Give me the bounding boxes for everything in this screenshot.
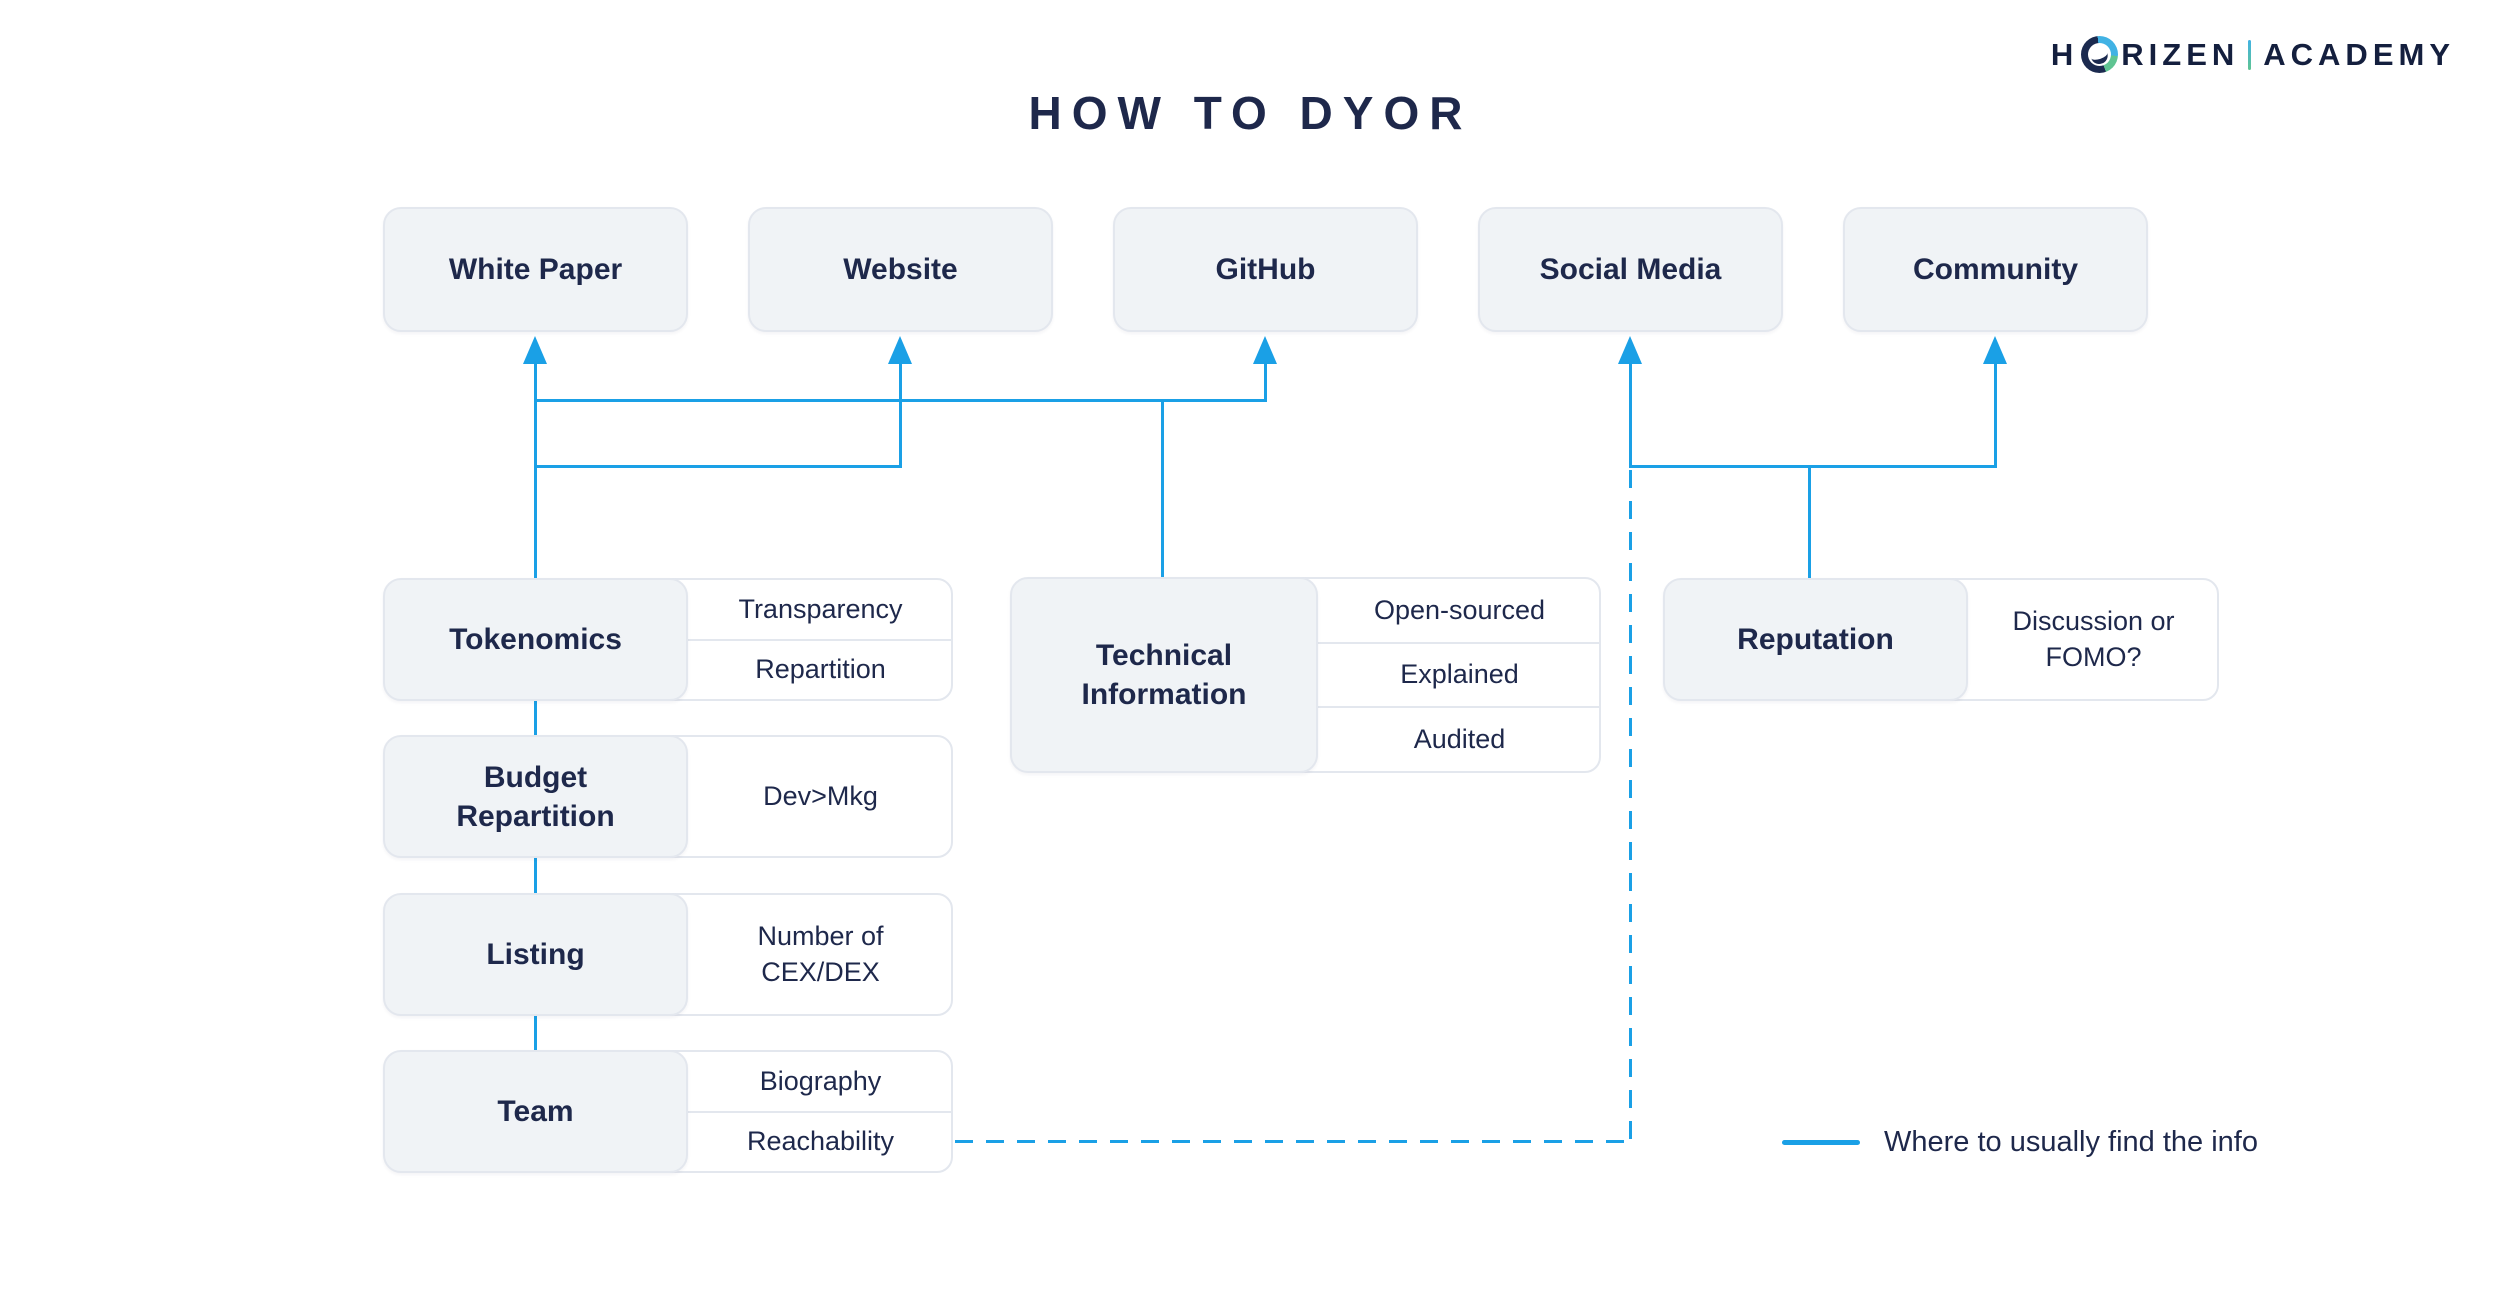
detail-label: Transparency <box>738 593 903 624</box>
connector-github-vertical <box>1264 360 1267 402</box>
source-label: Community <box>1913 253 2078 286</box>
up-arrow-icon <box>1983 336 2007 364</box>
detail-cell: Discussion or FOMO? <box>1930 580 2217 699</box>
topic-label: Team <box>497 1095 574 1128</box>
tokenomics-details-panel: Transparency Repartition <box>648 578 953 701</box>
connector-reputation-drop <box>1808 466 1811 578</box>
topic-label: Tokenomics <box>449 623 622 656</box>
connector-listing-team <box>534 1016 537 1050</box>
connector-horizontal-github <box>534 399 1267 402</box>
source-label: Social Media <box>1539 253 1722 286</box>
connector-social-media-vertical <box>1629 360 1632 467</box>
topic-box-team: Team <box>383 1050 688 1173</box>
budget-details-panel: Dev>Mkg <box>648 735 953 858</box>
source-label: GitHub <box>1215 253 1316 286</box>
source-label: Website <box>843 253 958 286</box>
brand-word-horizen-end: RIZEN <box>2121 36 2240 72</box>
detail-cell: Audited <box>1280 706 1599 771</box>
team-details-panel: Biography Reachability <box>648 1050 953 1173</box>
legend-label: Where to usually find the info <box>1884 1126 2258 1158</box>
detail-label: Biography <box>759 1065 882 1096</box>
technical-info-details-panel: Open-sourced Explained Audited <box>1278 577 1601 773</box>
detail-cell: Number of CEX/DEX <box>650 895 951 1014</box>
brand-divider <box>2248 39 2252 70</box>
detail-cell: Reachability <box>650 1110 951 1172</box>
detail-label: Reachability <box>746 1126 895 1157</box>
topic-box-reputation: Reputation <box>1663 578 1968 701</box>
connector-whitepaper-vertical <box>534 360 537 578</box>
source-box-github: GitHub <box>1113 207 1418 332</box>
connector-budget-listing <box>534 858 537 893</box>
reputation-details-panel: Discussion or FOMO? <box>1928 578 2219 701</box>
topic-box-tokenomics: Tokenomics <box>383 578 688 701</box>
connector-community-vertical <box>1994 360 1997 467</box>
legend-line-sample <box>1782 1140 1860 1145</box>
dashed-connector-vertical <box>1629 470 1632 1142</box>
topic-box-listing: Listing <box>383 893 688 1016</box>
up-arrow-icon <box>888 336 912 364</box>
horizen-academy-logo: H RIZEN ACADEMY <box>2051 36 2455 73</box>
connector-horizontal-website <box>534 465 902 468</box>
topic-box-budget-repartition: Budget Repartition <box>383 735 688 858</box>
brand-word-horizen-start: H <box>2050 36 2079 72</box>
source-box-website: Website <box>748 207 1053 332</box>
detail-label: Repartition <box>755 654 886 685</box>
detail-cell: Transparency <box>650 580 951 639</box>
source-box-social-media: Social Media <box>1478 207 1783 332</box>
source-box-white-paper: White Paper <box>383 207 688 332</box>
source-box-community: Community <box>1843 207 2148 332</box>
detail-cell: Repartition <box>650 638 951 700</box>
detail-label: Audited <box>1413 724 1506 755</box>
detail-label: Discussion or FOMO? <box>2012 606 2175 672</box>
dashed-connector-horizontal <box>955 1140 1631 1143</box>
connector-tokenomics-budget <box>534 701 537 735</box>
topic-label: Reputation <box>1737 623 1894 656</box>
connector-website-vertical <box>899 360 902 467</box>
connector-horizontal-community <box>1629 465 1997 468</box>
detail-label: Open-sourced <box>1373 594 1546 625</box>
brand-word-academy: ACADEMY <box>2263 36 2455 72</box>
page-title: HOW TO DYOR <box>1028 87 1473 139</box>
detail-cell: Biography <box>650 1052 951 1111</box>
detail-cell: Open-sourced <box>1280 579 1599 642</box>
up-arrow-icon <box>523 336 547 364</box>
topic-label: Budget Repartition <box>456 760 615 833</box>
detail-label: Dev>Mkg <box>763 780 878 811</box>
detail-cell: Explained <box>1280 641 1599 707</box>
connector-technical-info-drop <box>1161 400 1164 577</box>
detail-label: Explained <box>1400 659 1519 690</box>
topic-box-technical-information: Technical Information <box>1010 577 1318 773</box>
topic-label: Listing <box>486 938 585 971</box>
listing-details-panel: Number of CEX/DEX <box>648 893 953 1016</box>
source-label: White Paper <box>448 253 623 286</box>
horizen-o-swirl-icon <box>2081 36 2119 73</box>
up-arrow-icon <box>1618 336 1642 364</box>
topic-label: Technical Information <box>1081 639 1247 711</box>
detail-cell: Dev>Mkg <box>650 737 951 856</box>
detail-label: Number of CEX/DEX <box>757 921 884 987</box>
up-arrow-icon <box>1253 336 1277 364</box>
